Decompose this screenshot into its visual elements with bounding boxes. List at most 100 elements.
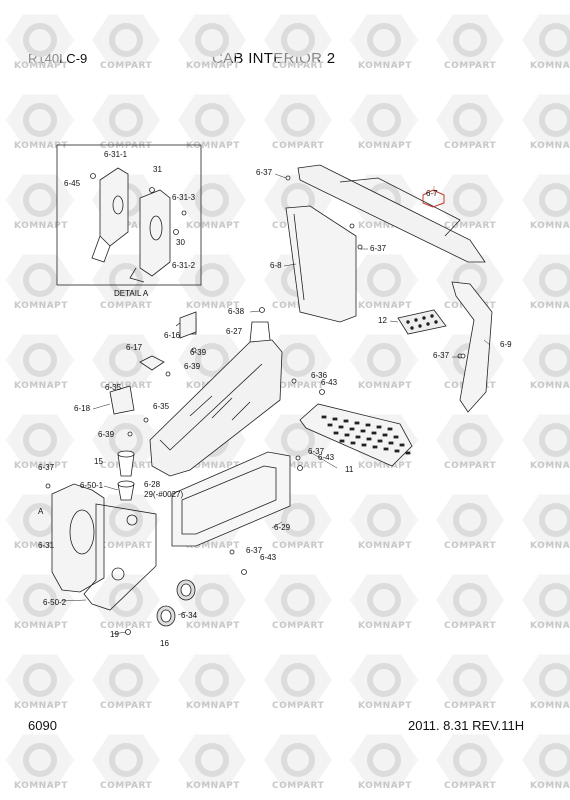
plate-hole <box>393 435 399 439</box>
plate-hole <box>371 431 377 435</box>
part-label: 6-31-2 <box>172 261 196 270</box>
watermark-tile: KOMNAPT <box>6 254 74 311</box>
svg-text:KOMNAPT: KOMNAPT <box>14 621 68 631</box>
svg-text:COMPART: COMPART <box>272 381 324 391</box>
watermark-layer: KOMNAPT COMPART KOMNAPT COMPART KOMNAPT COMPA… <box>6 14 570 791</box>
watermark-tile: COMPART <box>264 14 332 71</box>
fasteners <box>45 175 466 635</box>
svg-text:COMPART: COMPART <box>100 381 152 391</box>
part-label: 6-43 <box>260 553 277 562</box>
page-number: 6090 <box>28 718 57 733</box>
watermark-tile: KOMNAPT <box>6 334 74 391</box>
part-label: 16 <box>160 639 169 648</box>
part-floor-plate-11 <box>299 403 413 467</box>
detail-a-parts <box>90 167 187 283</box>
svg-text:KOMNAPT: KOMNAPT <box>530 781 570 791</box>
part-label: 29(-#0027) <box>144 490 183 499</box>
part-label: 6-31-1 <box>104 150 128 159</box>
part-label: 31 <box>153 165 162 174</box>
watermark-tile: KOMNAPT <box>350 494 418 551</box>
watermark-tile: COMPART <box>92 334 160 391</box>
plate-hole <box>327 423 333 427</box>
plate-hole <box>383 447 389 451</box>
watermark-tile: KOMNAPT <box>6 14 74 71</box>
plate-hole <box>360 429 366 433</box>
part-label: 6-37 <box>370 244 387 253</box>
plate-hole <box>321 415 327 419</box>
watermark-tile: COMPART <box>92 574 160 631</box>
watermark-tile: KOMNAPT <box>178 174 246 231</box>
part-mat-12 <box>397 309 447 335</box>
part-label: 6-37 <box>38 463 55 472</box>
svg-text:KOMNAPT: KOMNAPT <box>530 621 570 631</box>
svg-text:COMPART: COMPART <box>272 61 324 71</box>
watermark-tile: KOMNAPT <box>522 414 570 471</box>
svg-text:KOMNAPT: KOMNAPT <box>358 141 412 151</box>
svg-text:KOMNAPT: KOMNAPT <box>358 381 412 391</box>
svg-text:COMPART: COMPART <box>444 781 496 791</box>
part-left-panel-6-31 <box>51 483 157 611</box>
plate-hole <box>333 431 339 435</box>
svg-text:COMPART: COMPART <box>444 141 496 151</box>
part-rail-6-7 <box>297 164 486 263</box>
part-label: 6-29 <box>274 523 291 532</box>
part-label: 6-7 <box>426 189 438 198</box>
watermark-tile: KOMNAPT <box>522 94 570 151</box>
svg-text:KOMNAPT: KOMNAPT <box>530 301 570 311</box>
watermark-tile: KOMNAPT <box>350 654 418 711</box>
plate-hole <box>355 435 361 439</box>
watermark-tile: KOMNAPT <box>350 254 418 311</box>
watermark-tile: COMPART <box>436 174 504 231</box>
part-label: 15 <box>94 457 103 466</box>
part-label: 6-31-3 <box>172 193 196 202</box>
watermark-tile: COMPART <box>436 94 504 151</box>
part-label: 6-43 <box>318 453 335 462</box>
watermark-tile: KOMNAPT <box>350 334 418 391</box>
part-side-panel-6-29 <box>171 451 291 547</box>
svg-text:COMPART: COMPART <box>100 541 152 551</box>
svg-text:COMPART: COMPART <box>272 541 324 551</box>
svg-text:COMPART: COMPART <box>272 701 324 711</box>
watermark-tile: KOMNAPT <box>178 94 246 151</box>
svg-text:KOMNAPT: KOMNAPT <box>14 221 68 231</box>
part-label: 6-39 <box>98 430 115 439</box>
plate-hole <box>387 427 393 431</box>
svg-text:KOMNAPT: KOMNAPT <box>14 141 68 151</box>
watermark-tile: KOMNAPT <box>6 574 74 631</box>
watermark-tile: COMPART <box>92 734 160 791</box>
watermark-tile: KOMNAPT <box>350 94 418 151</box>
svg-text:KOMNAPT: KOMNAPT <box>14 781 68 791</box>
svg-text:COMPART: COMPART <box>100 701 152 711</box>
leader-lines <box>60 173 491 635</box>
part-label: 6-50-2 <box>43 598 67 607</box>
svg-text:COMPART: COMPART <box>444 541 496 551</box>
watermark-tile: KOMNAPT <box>178 734 246 791</box>
plate-hole <box>376 425 382 429</box>
watermark-tile: KOMNAPT <box>522 174 570 231</box>
svg-text:KOMNAPT: KOMNAPT <box>14 301 68 311</box>
part-label: 6-37 <box>433 351 450 360</box>
svg-text:COMPART: COMPART <box>272 141 324 151</box>
part-label: 6-45 <box>64 179 81 188</box>
svg-text:KOMNAPT: KOMNAPT <box>358 61 412 71</box>
watermark-tile: KOMNAPT <box>178 14 246 71</box>
plate-hole <box>350 441 356 445</box>
svg-text:KOMNAPT: KOMNAPT <box>358 701 412 711</box>
watermark-tile: COMPART <box>264 654 332 711</box>
svg-text:KOMNAPT: KOMNAPT <box>186 781 240 791</box>
svg-text:COMPART: COMPART <box>444 61 496 71</box>
highlight-hexagon <box>422 189 445 208</box>
svg-text:COMPART: COMPART <box>444 221 496 231</box>
svg-text:KOMNAPT: KOMNAPT <box>530 381 570 391</box>
part-cup-holder-15 <box>117 450 135 501</box>
svg-text:KOMNAPT: KOMNAPT <box>358 461 412 471</box>
watermark-tile: KOMNAPT <box>522 574 570 631</box>
svg-text:KOMNAPT: KOMNAPT <box>186 541 240 551</box>
svg-text:COMPART: COMPART <box>100 301 152 311</box>
svg-text:KOMNAPT: KOMNAPT <box>358 621 412 631</box>
part-label: 30 <box>176 238 185 247</box>
part-label: 6-18 <box>74 404 91 413</box>
watermark-tile: KOMNAPT <box>522 254 570 311</box>
svg-text:COMPART: COMPART <box>100 621 152 631</box>
watermark-tile: KOMNAPT <box>522 734 570 791</box>
